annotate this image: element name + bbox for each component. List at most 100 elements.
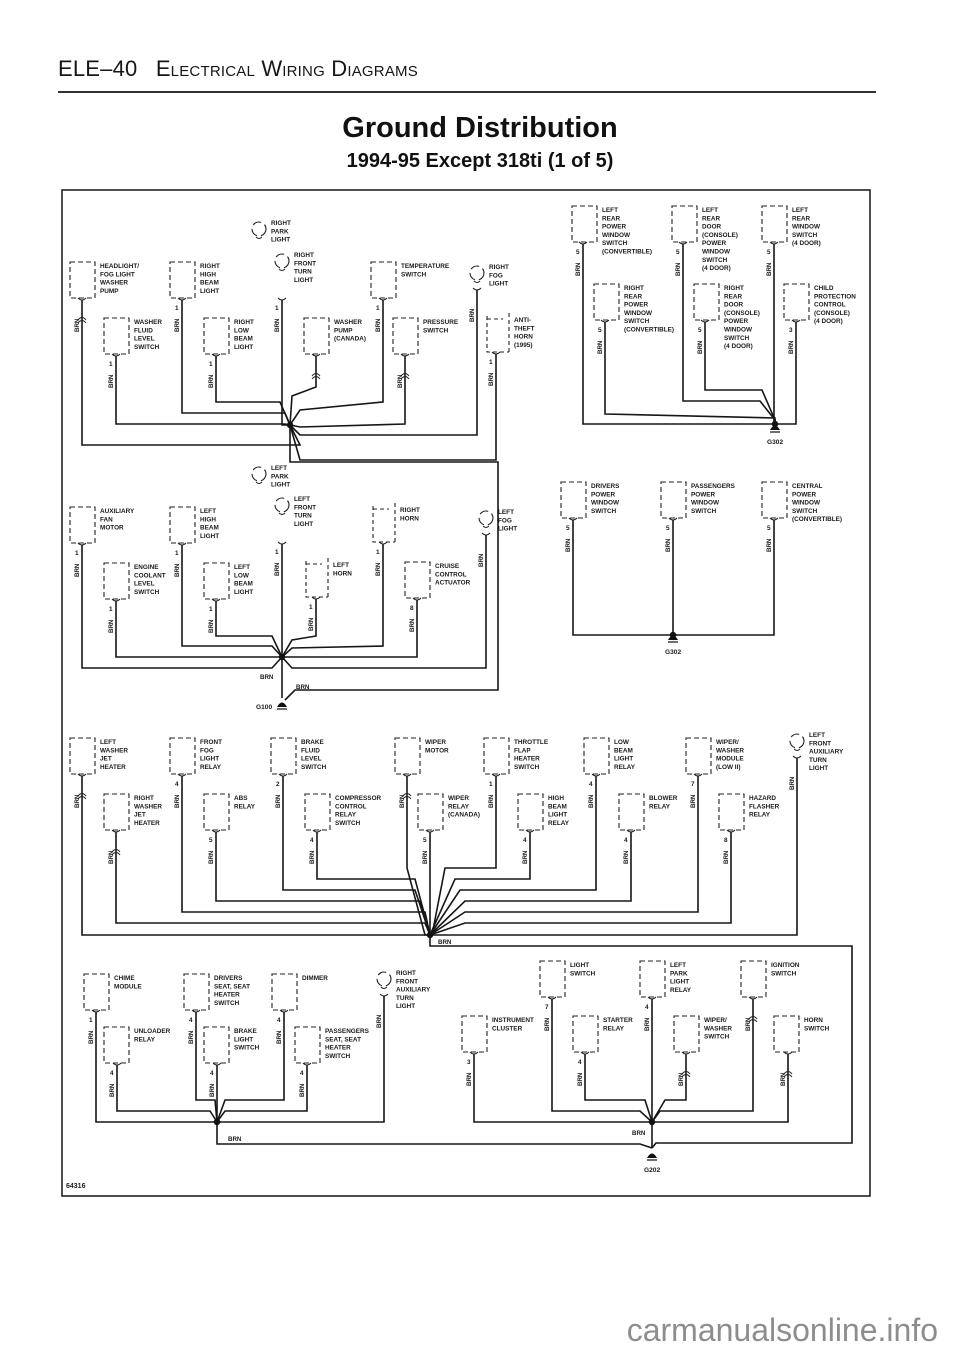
pin-number: 4 [589, 781, 593, 788]
wire-color-label: BRN [789, 776, 796, 790]
ignition-switch[interactable]: BRN [740, 960, 767, 1031]
wire [289, 290, 478, 436]
component-box [103, 1026, 130, 1064]
component-box [583, 737, 610, 775]
left-washer-jet-heater[interactable]: BRN [69, 737, 96, 808]
wire-color-label: BRN [276, 1030, 283, 1044]
label-line: RIGHT [294, 252, 314, 259]
right-fog-light[interactable]: BRN [469, 265, 485, 322]
connector-icon [111, 849, 121, 856]
label-line: IGNITION [771, 962, 800, 969]
horn-switch[interactable]: BRN [773, 1015, 800, 1086]
wire [775, 322, 797, 425]
component-box [271, 973, 298, 1011]
terminal-icon [412, 597, 422, 601]
splice-node [213, 1118, 221, 1126]
wiper-washer-switch[interactable]: BRN [673, 1015, 700, 1086]
component-box [761, 481, 788, 519]
wiper-motor[interactable]: BRN [394, 737, 421, 808]
terminal-icon [769, 241, 779, 245]
component-box [517, 793, 544, 831]
bulb-base-icon [278, 268, 286, 271]
headlight-washer-pump[interactable]: BRN [69, 261, 96, 332]
wire-color-label: BRN [309, 850, 316, 864]
pin-number: 1 [275, 549, 279, 556]
label-line: LIGHT [271, 482, 290, 489]
ground-g100[interactable]: G100 [256, 702, 287, 712]
left-front-auxiliary-turn-light[interactable]: BRN [789, 733, 805, 790]
label-line: BRAKE [234, 1028, 257, 1035]
left-park-light[interactable] [251, 466, 267, 484]
label-line: HORN [804, 1017, 823, 1024]
terminal-icon [311, 596, 321, 600]
right-park-light[interactable] [251, 221, 267, 239]
washer-pump-canada[interactable] [303, 317, 330, 380]
component-box [169, 261, 196, 299]
ground-g202[interactable]: G202 [644, 1153, 660, 1175]
left-fog-light[interactable]: BRN [478, 510, 494, 567]
wire [651, 1054, 687, 1123]
ground-g302-rear[interactable]: G302 [767, 425, 783, 447]
pressure-switch[interactable]: BRN [392, 317, 419, 388]
label-line: WIPER [425, 739, 446, 746]
right-front-auxiliary-turn-light[interactable]: BRN [376, 971, 392, 1028]
wire-color-label: BRN [260, 674, 274, 681]
pin-number: 4 [624, 837, 628, 844]
wire-color-label: BRN [88, 1030, 95, 1044]
wire [289, 356, 406, 428]
component-box [69, 506, 96, 544]
terminal-icon [481, 532, 491, 536]
ground-g302-front[interactable]: G302 [665, 635, 681, 657]
right-washer-jet-heater[interactable]: BRN [103, 793, 130, 864]
label-line: WASHER [100, 280, 128, 287]
label-line: (4 DOOR) [724, 343, 753, 350]
